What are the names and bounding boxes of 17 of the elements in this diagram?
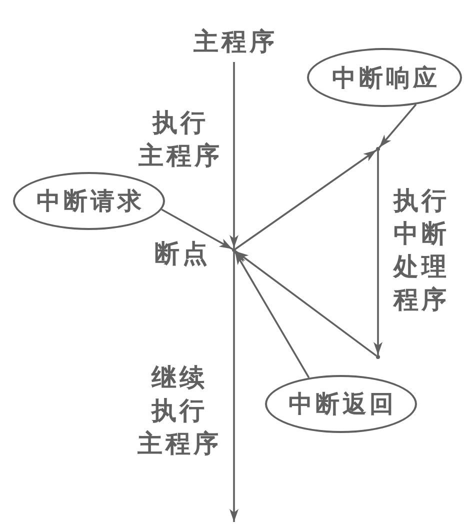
- event-ellipse: 中断请求: [13, 172, 165, 230]
- edge-label: 继续执行主程序: [136, 362, 222, 460]
- junction-dot: [376, 147, 380, 151]
- junction-dot: [232, 248, 236, 252]
- arrow: [235, 149, 377, 250]
- start-label: 主程序: [189, 24, 279, 62]
- arrow: [374, 151, 382, 355]
- junction-dot: [376, 355, 380, 359]
- edge-label: 执行主程序: [138, 107, 222, 172]
- edge-label: 执行中断处理程序: [392, 185, 450, 316]
- arrow: [235, 250, 377, 357]
- arrow: [161, 208, 233, 250]
- event-ellipse: 中断响应: [307, 48, 462, 107]
- arrow: [230, 62, 238, 248]
- arrow: [230, 252, 238, 522]
- breakpoint-label: 断点: [154, 240, 210, 268]
- event-ellipse: 中断返回: [265, 375, 417, 433]
